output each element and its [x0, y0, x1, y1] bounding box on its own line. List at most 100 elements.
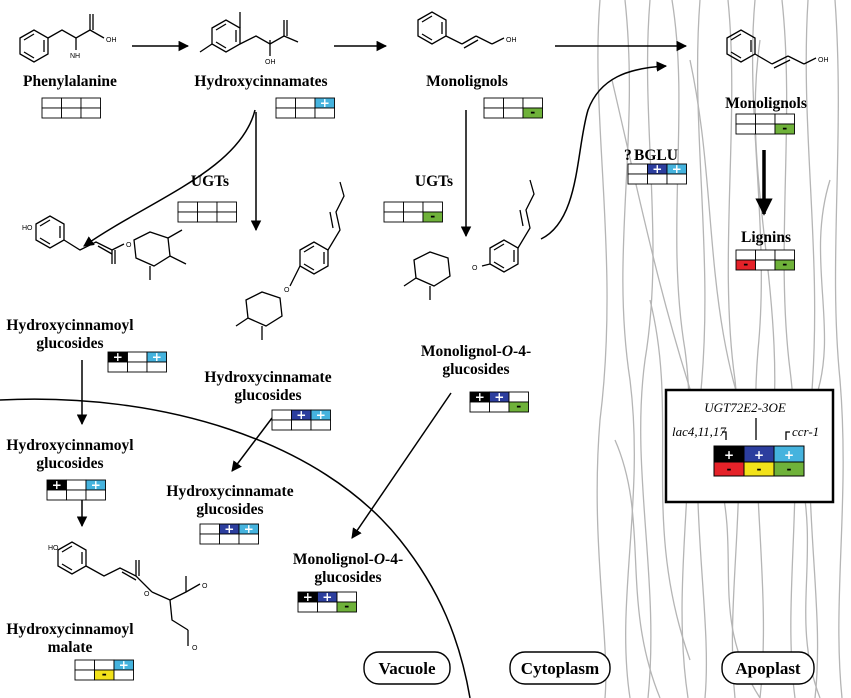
marker-cell-bottom — [755, 259, 776, 271]
atom-label: HO — [48, 545, 59, 552]
marker-cell-bottom — [627, 173, 648, 185]
minus-sign: - — [102, 667, 107, 681]
marker-cell-bottom — [774, 123, 795, 135]
marker-cell-top — [735, 113, 756, 125]
monolignol-structure — [417, 11, 505, 49]
marker-cell-bottom — [755, 123, 776, 135]
hydroxycinnamoyl-malate-structure — [57, 541, 201, 646]
marker-table-bglu: ++ — [627, 162, 687, 185]
marker-table-mono_apo: - — [735, 113, 795, 135]
monolignol-glucoside-structure — [403, 179, 535, 300]
label-hc-glucosides-2a: Hydroxycinnamoyl — [6, 437, 134, 454]
label-ugts-right: UGTs — [415, 173, 453, 190]
legend-ugt-label: UGT72E2-3OE — [704, 400, 786, 415]
marker-cell-top — [483, 97, 504, 109]
legend-ccr-bracket — [785, 431, 790, 440]
plus-sign: + — [303, 590, 313, 604]
legend-minus: - — [727, 462, 732, 476]
marker-cell-bottom — [238, 533, 259, 545]
label-mono-glucosides-1b: glucosides — [442, 361, 509, 378]
region-cytoplasm-label: Cytoplasm — [521, 659, 599, 678]
label-hcate-glucosides-2a: Hydroxycinnamate — [166, 483, 293, 500]
marker-cell-bottom — [774, 259, 795, 271]
marker-cell-bottom — [199, 533, 220, 545]
plus-sign: + — [52, 478, 62, 492]
marker-cell-top — [275, 97, 296, 109]
marker-cell-bottom — [647, 173, 668, 185]
marker-cell-top — [199, 523, 220, 535]
marker-cell-top — [197, 201, 218, 213]
label-lignins: Lignins — [741, 229, 791, 246]
atom-label: OH — [818, 57, 829, 64]
marker-tables: +--++---++++++-++++++--+ — [41, 96, 795, 681]
marker-cell-bottom — [66, 489, 87, 501]
plus-sign: + — [119, 658, 129, 672]
region-vacuole-label: Vacuole — [379, 659, 436, 678]
marker-cell-top — [755, 249, 776, 261]
plus-sign: + — [316, 408, 326, 422]
marker-cell-bottom — [74, 669, 95, 681]
atom-label: OH — [506, 37, 517, 44]
plus-sign: + — [320, 96, 330, 110]
marker-cell-bottom — [216, 211, 237, 223]
label-mono-glucosides-2b: glucosides — [314, 569, 381, 586]
marker-table-hc_gluc2: ++ — [46, 478, 106, 501]
hydroxycinnamate-structure — [199, 12, 299, 56]
vacuole-membrane — [0, 398, 471, 698]
monolignol-apoplast-structure — [726, 29, 817, 69]
marker-cell-bottom — [46, 489, 67, 501]
marker-table-ugt_left — [177, 201, 237, 223]
marker-cell-bottom — [275, 107, 296, 119]
legend-minus: - — [787, 462, 792, 476]
marker-table-hc_gluc1: ++ — [107, 350, 167, 373]
atom-label: O — [202, 583, 208, 590]
marker-cell-bottom — [666, 173, 687, 185]
label-hc-glucosides-2b: glucosides — [36, 455, 103, 472]
marker-cell-bottom — [146, 361, 167, 373]
atom-label: OH — [265, 59, 276, 66]
pathway-arrows — [76, 40, 773, 539]
minus-sign: - — [743, 257, 748, 271]
plus-sign: + — [152, 350, 162, 364]
marker-cell-bottom — [336, 601, 357, 613]
marker-cell-bottom — [469, 401, 490, 413]
marker-cell-bottom — [422, 211, 443, 223]
marker-table-ugt_right: - — [383, 201, 443, 223]
marker-table-hcate: + — [275, 96, 335, 119]
marker-cell-bottom — [503, 107, 524, 119]
legend-lac-bracket — [722, 431, 727, 440]
plus-sign: + — [494, 390, 504, 404]
minus-sign: - — [516, 399, 521, 413]
legend-lac-label: lac4,11,17 — [672, 424, 726, 439]
minus-sign: - — [530, 105, 535, 119]
region-apoplast-box — [721, 651, 815, 685]
atom-label: NH — [70, 53, 80, 60]
marker-cell-bottom — [85, 489, 106, 501]
label-hcate-glucosides-2b: glucosides — [196, 501, 263, 518]
marker-cell-bottom — [297, 601, 318, 613]
label-hc-glucosides-1a: Hydroxycinnamoyl — [6, 317, 134, 334]
marker-cell-bottom — [310, 419, 331, 431]
legend-minus: - — [757, 462, 762, 476]
marker-cell-top — [41, 97, 62, 109]
marker-cell-top — [627, 163, 648, 175]
marker-cell-bottom — [295, 107, 316, 119]
label-ugts-left: UGTs — [191, 173, 229, 190]
atom-label: O — [284, 287, 290, 294]
marker-cell-bottom — [291, 419, 312, 431]
plus-sign: + — [244, 522, 254, 536]
marker-cell-bottom — [314, 107, 335, 119]
minus-sign: - — [344, 599, 349, 613]
marker-cell-bottom — [271, 419, 292, 431]
label-bglu-question: ? — [624, 147, 632, 164]
marker-cell-top — [80, 97, 101, 109]
marker-table-phe — [41, 97, 101, 119]
marker-cell-bottom — [113, 669, 134, 681]
marker-cell-top — [755, 113, 776, 125]
marker-cell-bottom — [219, 533, 240, 545]
hydroxycinnamate-glucoside-structure — [235, 181, 345, 340]
atom-label: O — [126, 242, 132, 249]
marker-table-malate: -+ — [74, 658, 134, 681]
minus-sign: - — [782, 121, 787, 135]
